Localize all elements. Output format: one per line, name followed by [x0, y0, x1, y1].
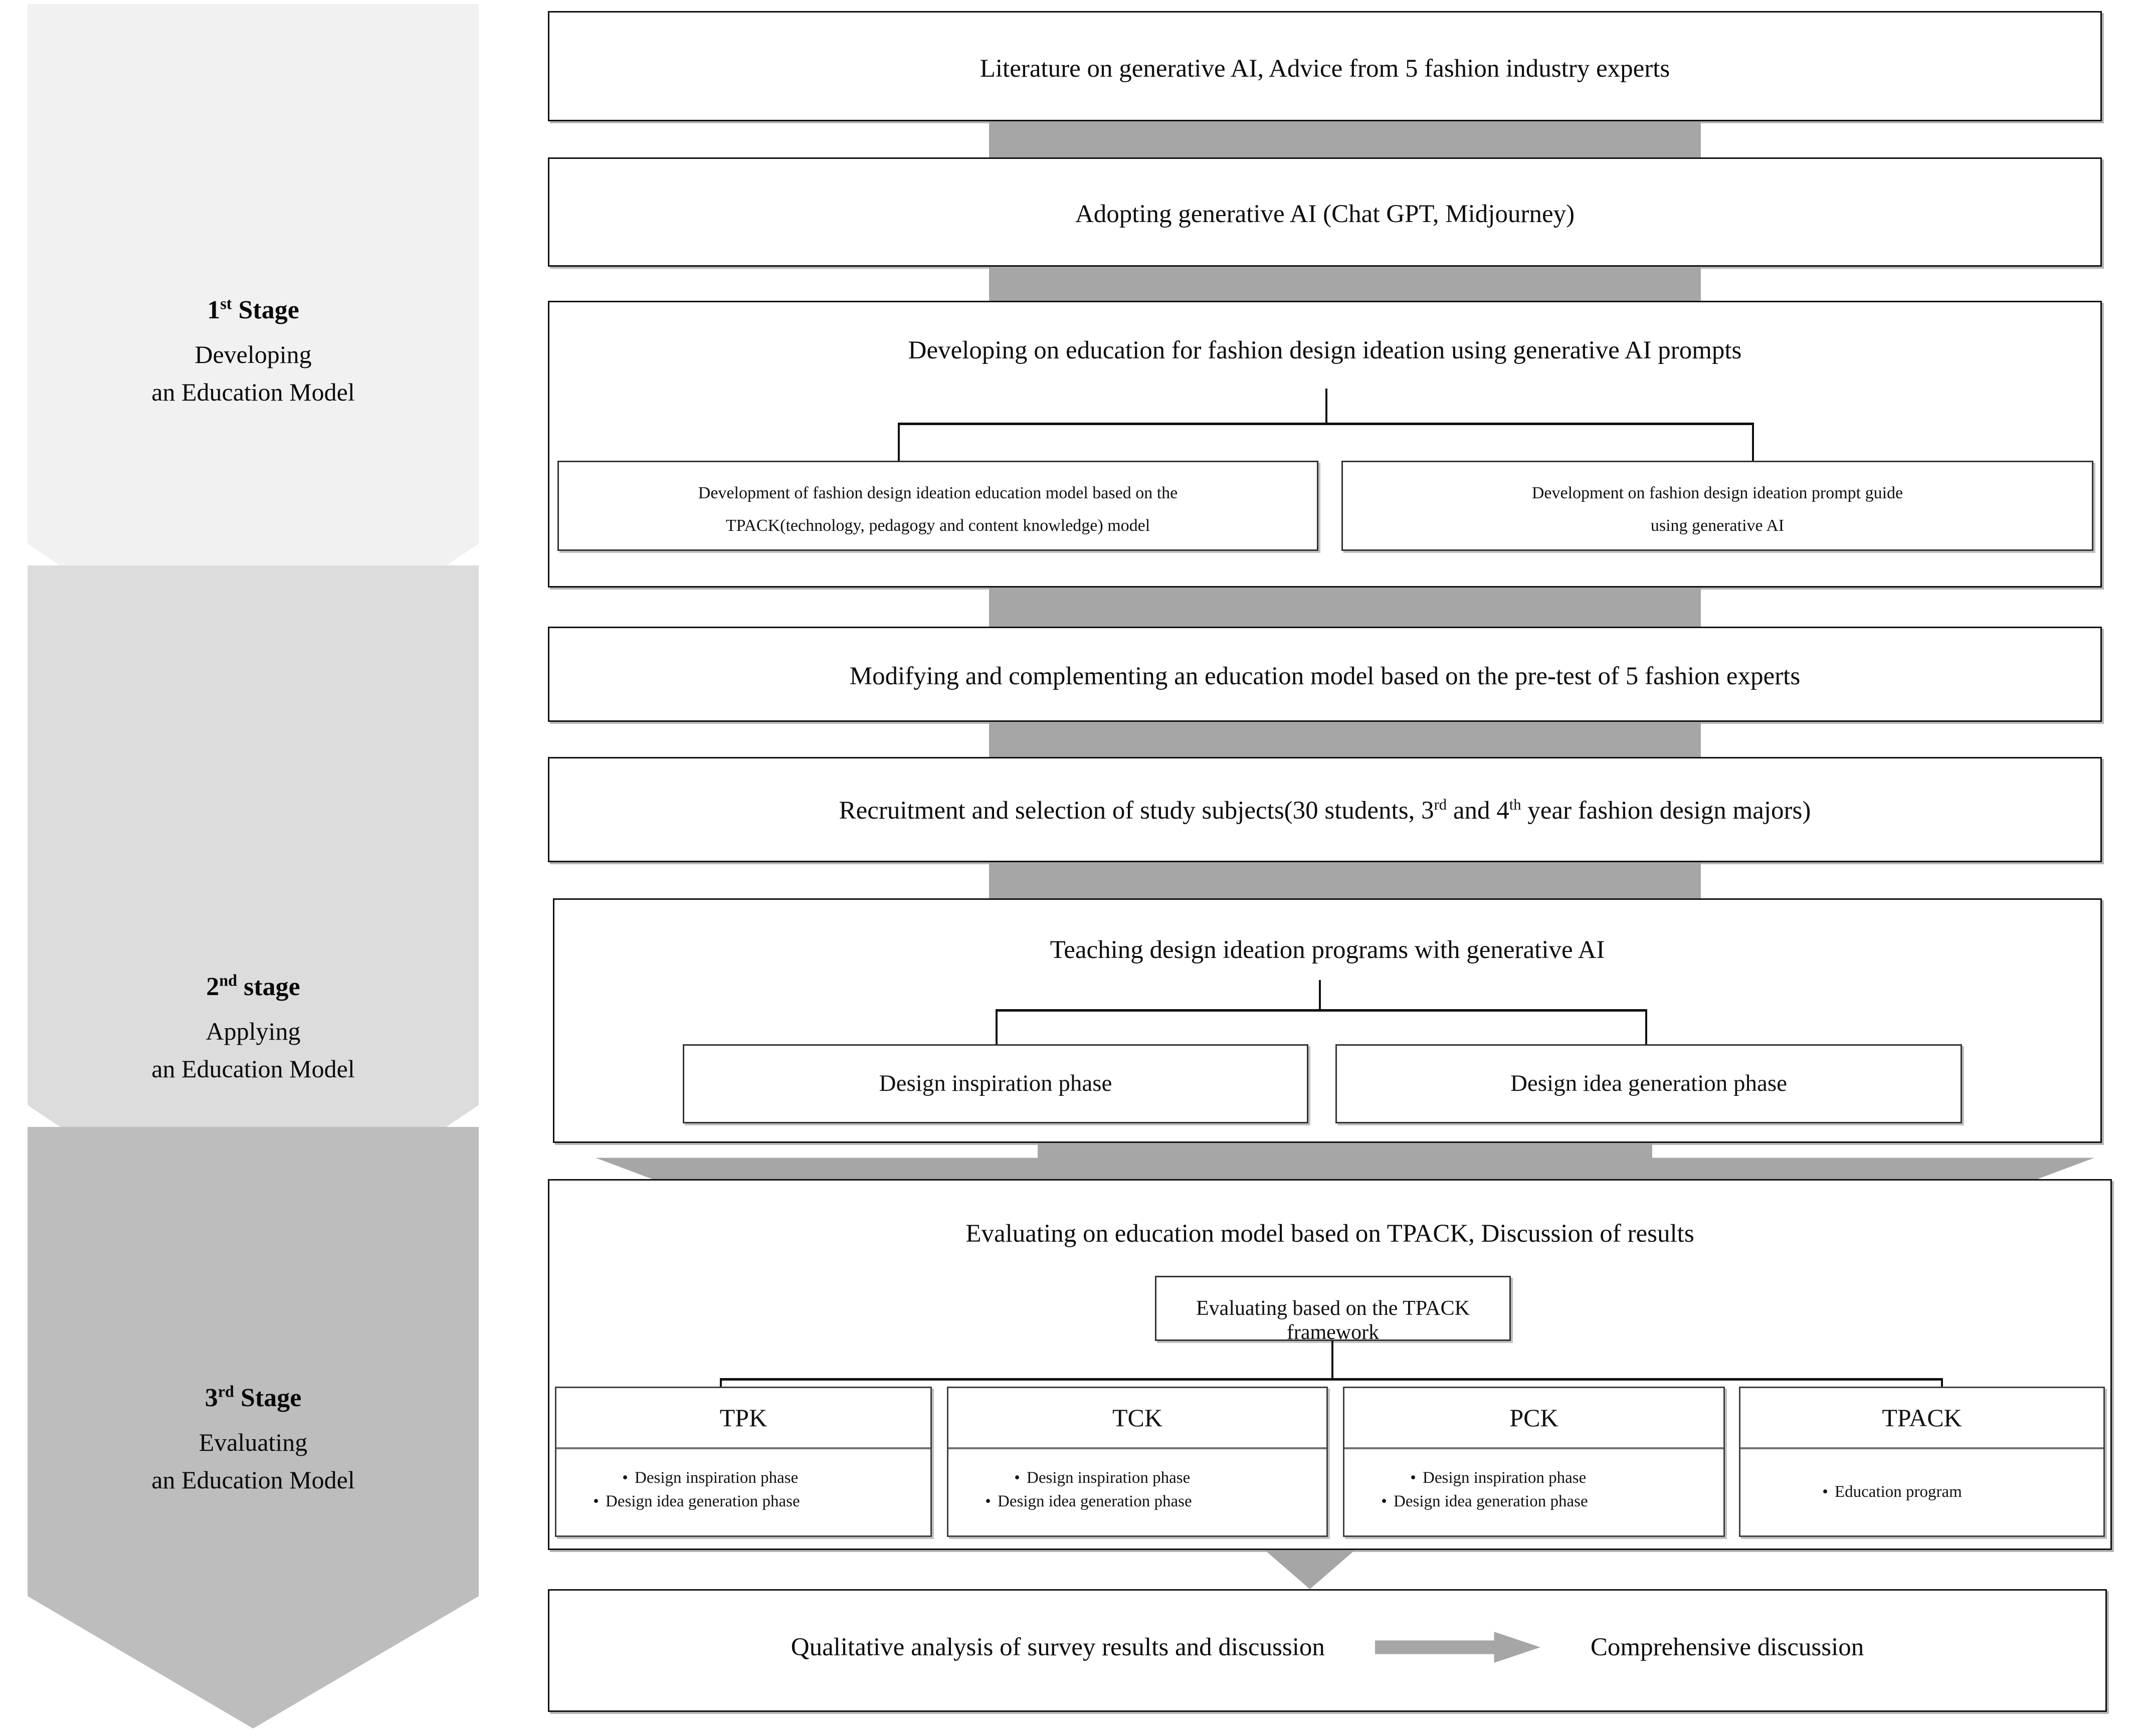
connector-recruitment-to-teaching: [989, 862, 1701, 898]
connector-triangle-to-bottom: [1265, 1550, 1355, 1589]
connector-literature-to-adopting: [989, 121, 1701, 157]
stage-1-heading: 1st Stage: [207, 294, 299, 324]
tpack-card-tpack-title: TPACK: [1740, 1388, 2103, 1449]
stage-1-line1: Developing: [194, 340, 312, 368]
step-evaluating-title: Evaluating on education model based on T…: [965, 1220, 1694, 1248]
stage-label-2: 2nd stage Applying an Education Model: [28, 968, 479, 1088]
step-box-adopting[interactable]: Adopting generative AI (Chat GPT, Midjou…: [548, 157, 2102, 267]
list-item: •Design idea generation phase: [1375, 1490, 1723, 1513]
discussion-row: Qualitative analysis of survey results a…: [549, 1632, 2105, 1663]
connector-adopting-to-developing: [989, 267, 1701, 301]
tree-bar-teaching: [996, 1009, 1647, 1012]
recruitment-part-a: Recruitment and selection of study subje…: [839, 797, 1434, 825]
discussion-left-text: Qualitative analysis of survey results a…: [791, 1633, 1325, 1661]
right-arrow-icon: [1375, 1632, 1540, 1663]
tree-branch-developing-right: [1752, 423, 1754, 462]
list-item: •Education program: [1816, 1480, 2103, 1504]
stage-1-line2: an Education Model: [151, 378, 355, 406]
tree-bar-evaluating: [720, 1378, 1943, 1381]
stage-rail: 1st Stage Developing an Education Model …: [0, 0, 506, 1736]
bullet-dot-icon: •: [1822, 1483, 1828, 1501]
connector-arrow-teaching-to-evaluating: [596, 1143, 2094, 1183]
bullet-dot-icon: •: [593, 1492, 599, 1510]
tpack-card-tpk[interactable]: TPK •Design inspiration phase •Design id…: [555, 1387, 932, 1537]
evaluating-framework-text: Evaluating based on the TPACK framework: [1196, 1297, 1470, 1344]
recruitment-part-c: year fashion design majors): [1521, 797, 1811, 825]
stage-2-heading: 2nd stage: [206, 971, 300, 1001]
connector-developing-to-modifying: [989, 588, 1701, 627]
prompt-guide-line2: using generative AI: [1650, 516, 1785, 535]
tpack-card-tpack[interactable]: TPACK •Education program: [1739, 1387, 2105, 1537]
subbox-prompt-guide[interactable]: Development on fashion design ideation p…: [1341, 461, 2093, 551]
step-adopting-text: Adopting generative AI (Chat GPT, Midjou…: [1075, 200, 1575, 228]
list-item: •Design inspiration phase: [1404, 1466, 1723, 1490]
prompt-guide-line1: Development on fashion design ideation p…: [1531, 484, 1903, 502]
step-teaching-title: Teaching design ideation programs with g…: [1050, 936, 1605, 964]
recruitment-part-b: and 4: [1447, 797, 1509, 825]
tpack-card-tck-body: •Design inspiration phase •Design idea g…: [948, 1449, 1326, 1535]
discussion-right-text: Comprehensive discussion: [1590, 1633, 1864, 1661]
list-item: •Design idea generation phase: [587, 1490, 930, 1513]
step-box-recruitment[interactable]: Recruitment and selection of study subje…: [548, 757, 2102, 862]
bullet-dot-icon: •: [622, 1469, 628, 1487]
subbox-tpack-model[interactable]: Development of fashion design ideation e…: [557, 461, 1318, 551]
stage-label-1: 1st Stage Developing an Education Model: [28, 291, 479, 411]
subbox-evaluating-framework[interactable]: Evaluating based on the TPACK framework: [1155, 1276, 1511, 1344]
tree-stem-teaching: [1319, 980, 1321, 1011]
stage-3-heading: 3rd Stage: [205, 1382, 302, 1412]
tree-stem-evaluating: [1331, 1341, 1333, 1380]
tpack-card-pck-body: •Design inspiration phase •Design idea g…: [1344, 1449, 1723, 1535]
step-box-modifying[interactable]: Modifying and complementing an education…: [548, 627, 2102, 722]
subbox-tpack-model-text: Development of fashion design ideation e…: [559, 477, 1317, 542]
flow-column: Literature on generative AI, Advice from…: [548, 0, 2122, 1736]
subbox-prompt-guide-text: Development on fashion design ideation p…: [1343, 477, 2092, 542]
list-item: •Design idea generation phase: [979, 1490, 1326, 1513]
stage-chevron-3: [28, 1127, 479, 1728]
step-box-discussion[interactable]: Qualitative analysis of survey results a…: [548, 1589, 2107, 1712]
stage-2-line1: Applying: [206, 1017, 301, 1045]
step-literature-text: Literature on generative AI, Advice from…: [980, 55, 1670, 83]
tpack-card-tpk-title: TPK: [556, 1388, 930, 1449]
phasebox-design-idea-generation[interactable]: Design idea generation phase: [1335, 1044, 1962, 1123]
tpack-model-line2: TPACK(technology, pedagogy and content k…: [725, 516, 1150, 535]
tpack-card-tpk-body: •Design inspiration phase •Design idea g…: [556, 1449, 930, 1535]
bullet-dot-icon: •: [1014, 1469, 1020, 1487]
phase-inspiration-text: Design inspiration phase: [879, 1070, 1112, 1096]
tpack-card-pck-title: PCK: [1344, 1388, 1723, 1449]
bullet-dot-icon: •: [985, 1492, 991, 1510]
tree-stem-developing: [1325, 389, 1327, 425]
stage-2-line2: an Education Model: [151, 1055, 355, 1083]
connector-modifying-to-recruitment: [989, 722, 1701, 757]
step-box-developing[interactable]: Developing on education for fashion desi…: [548, 301, 2102, 588]
tree-bar-developing: [898, 423, 1754, 425]
chevron-shape-3: [28, 1127, 479, 1728]
stage-3-line2: an Education Model: [151, 1466, 355, 1494]
tpack-card-tck[interactable]: TCK •Design inspiration phase •Design id…: [947, 1387, 1328, 1537]
tree-branch-teaching-right: [1645, 1009, 1647, 1045]
tpack-card-tpack-body: •Education program: [1740, 1449, 2103, 1535]
step-recruitment-text: Recruitment and selection of study subje…: [549, 794, 2100, 828]
recruitment-sup-rd: rd: [1434, 796, 1447, 813]
phasebox-design-inspiration[interactable]: Design inspiration phase: [683, 1044, 1308, 1123]
list-item: •Design inspiration phase: [1008, 1466, 1326, 1490]
stage-3-line1: Evaluating: [199, 1428, 308, 1456]
recruitment-sup-th: th: [1509, 796, 1521, 813]
tree-branch-developing-left: [898, 423, 900, 462]
tpack-card-tck-title: TCK: [948, 1388, 1326, 1449]
bullet-dot-icon: •: [1410, 1469, 1416, 1487]
tpack-card-pck[interactable]: PCK •Design inspiration phase •Design id…: [1343, 1387, 1725, 1537]
step-box-literature[interactable]: Literature on generative AI, Advice from…: [548, 11, 2102, 121]
bullet-dot-icon: •: [1381, 1492, 1387, 1510]
stage-label-3: 3rd Stage Evaluating an Education Model: [28, 1379, 479, 1499]
step-modifying-text: Modifying and complementing an education…: [849, 662, 1801, 690]
tree-branch-teaching-left: [996, 1009, 998, 1045]
step-developing-title: Developing on education for fashion desi…: [908, 336, 1742, 364]
phase-idea-generation-text: Design idea generation phase: [1510, 1070, 1788, 1096]
step-box-teaching[interactable]: Teaching design ideation programs with g…: [553, 898, 2102, 1143]
tpack-model-line1: Development of fashion design ideation e…: [698, 484, 1178, 502]
list-item: •Design inspiration phase: [616, 1466, 930, 1490]
